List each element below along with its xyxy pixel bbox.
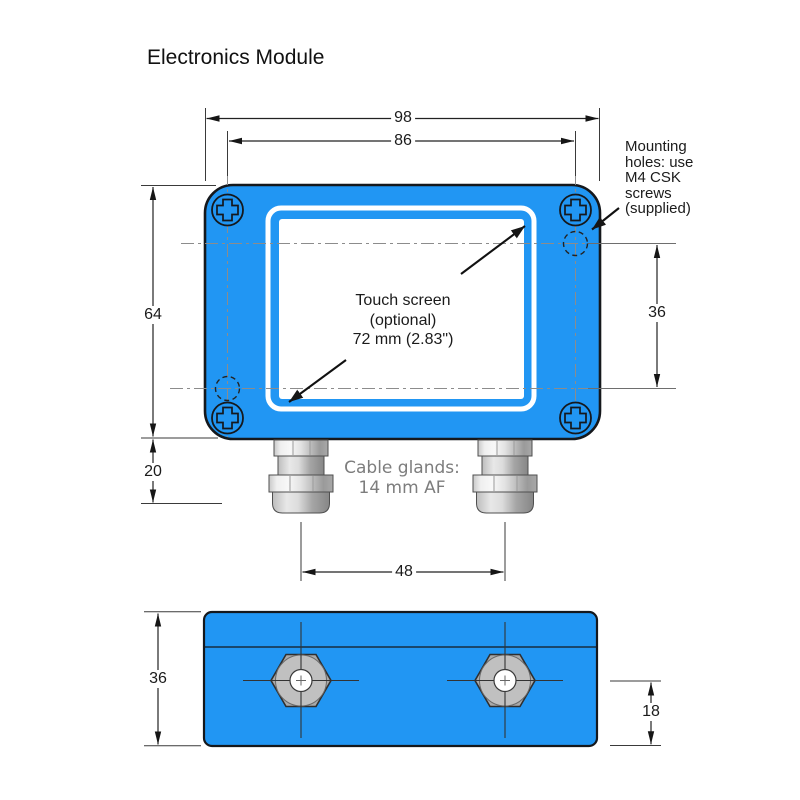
dim-label-36: 36 [645, 304, 669, 322]
mounting-note-line: Mounting [625, 138, 687, 155]
mounting-note-line: M4 CSK [625, 169, 681, 186]
dim-label-20: 20 [141, 463, 165, 481]
screw-top-right [559, 193, 592, 227]
gland-nut-right [447, 622, 563, 738]
front-view [141, 108, 676, 581]
touch-note-line: Touch screen [355, 292, 451, 309]
touch-screen-arrow-lower [288, 359, 347, 403]
page-title: Electronics Module [147, 46, 325, 69]
mounting-hole-arrow [591, 207, 620, 231]
screen-bezel [265, 205, 537, 412]
dim-label-36-bottom: 36 [146, 670, 170, 688]
touch-note-line: (optional) [369, 311, 437, 329]
mounting-hole-top-right [562, 230, 589, 257]
screw-bottom-right [559, 401, 592, 435]
touch-screen-area [279, 219, 524, 399]
bottom-view [144, 610, 661, 748]
mounting-hole-bottom-left [214, 375, 241, 402]
cable-note-line: Cable glands: [344, 458, 460, 478]
dim-label-98: 98 [391, 109, 415, 127]
mounting-note-line: holes: use [625, 153, 694, 171]
dim-label-18: 18 [639, 703, 663, 721]
dim-label-64: 64 [141, 306, 165, 324]
dim-label-86: 86 [391, 132, 415, 150]
touch-screen-note: Touch screen (optional) 72 mm (2.83") [353, 291, 454, 350]
mounting-note-line: (supplied) [625, 200, 691, 217]
touch-note-line: 72 mm (2.83") [352, 331, 454, 348]
cable-glands-note: Cable glands: 14 mm AF [344, 458, 460, 498]
cable-gland-left [268, 439, 334, 514]
cable-gland-right [472, 439, 538, 514]
screw-bottom-left [211, 401, 244, 435]
cable-note-line: 14 mm AF [358, 477, 446, 498]
dim-label-48: 48 [392, 563, 416, 581]
gland-nut-left [243, 622, 359, 738]
mounting-note-line: screws [625, 184, 672, 202]
screw-top-left [211, 193, 244, 227]
touch-screen-arrow-upper [460, 225, 526, 275]
enclosure-bottom [202, 610, 599, 748]
mounting-holes-note: Mounting holes: use M4 CSK screws (suppl… [625, 139, 693, 217]
